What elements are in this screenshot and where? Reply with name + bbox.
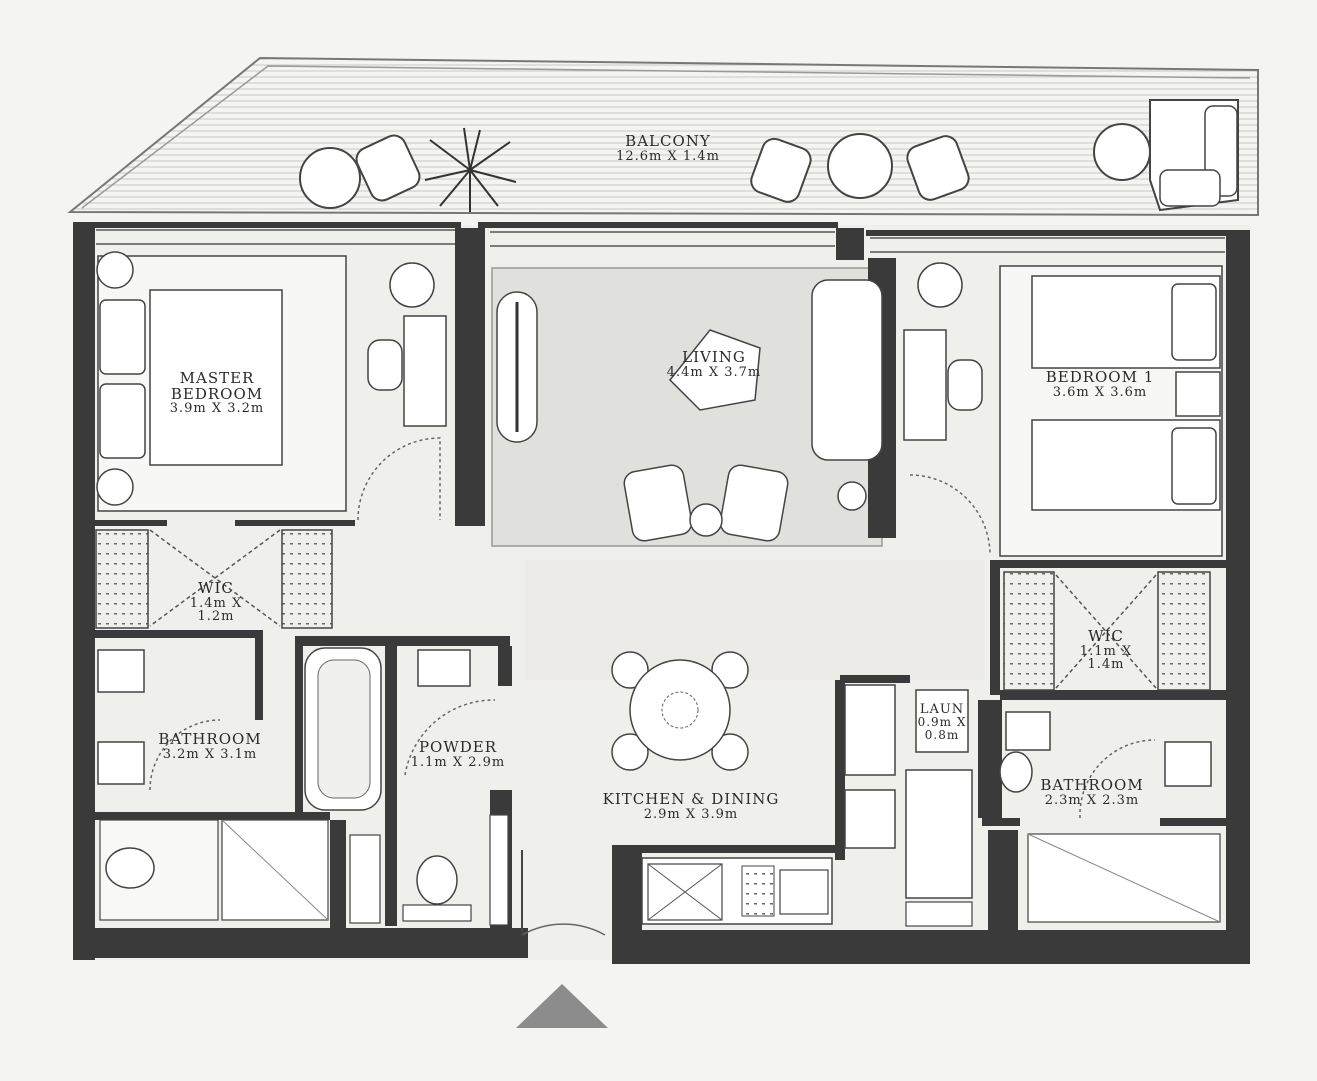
- wic-shelves: [95, 529, 1211, 691]
- master-door[interactable]: [357, 437, 441, 521]
- plant-icon: [424, 127, 517, 212]
- master-bed: [96, 251, 347, 512]
- left-bathroom-fixtures: [97, 647, 382, 924]
- exterior-walls: [73, 222, 1250, 964]
- kitchen-counters: [641, 684, 973, 927]
- bedroom1-door[interactable]: [909, 474, 991, 556]
- entrance-door[interactable]: [521, 923, 606, 936]
- right-bathroom-fixtures: [999, 711, 1221, 923]
- bedroom1-beds: [903, 262, 1223, 557]
- powder-fixtures: [402, 649, 509, 926]
- laundry-unit: [915, 689, 969, 753]
- balcony-area: [67, 56, 1259, 217]
- dining-table: [611, 651, 749, 771]
- master-desk: [367, 262, 447, 427]
- window-frames: [96, 229, 1225, 253]
- dining-rug: [525, 560, 985, 680]
- entrance-arrow-icon: [516, 984, 608, 1028]
- living-furniture: [496, 279, 883, 542]
